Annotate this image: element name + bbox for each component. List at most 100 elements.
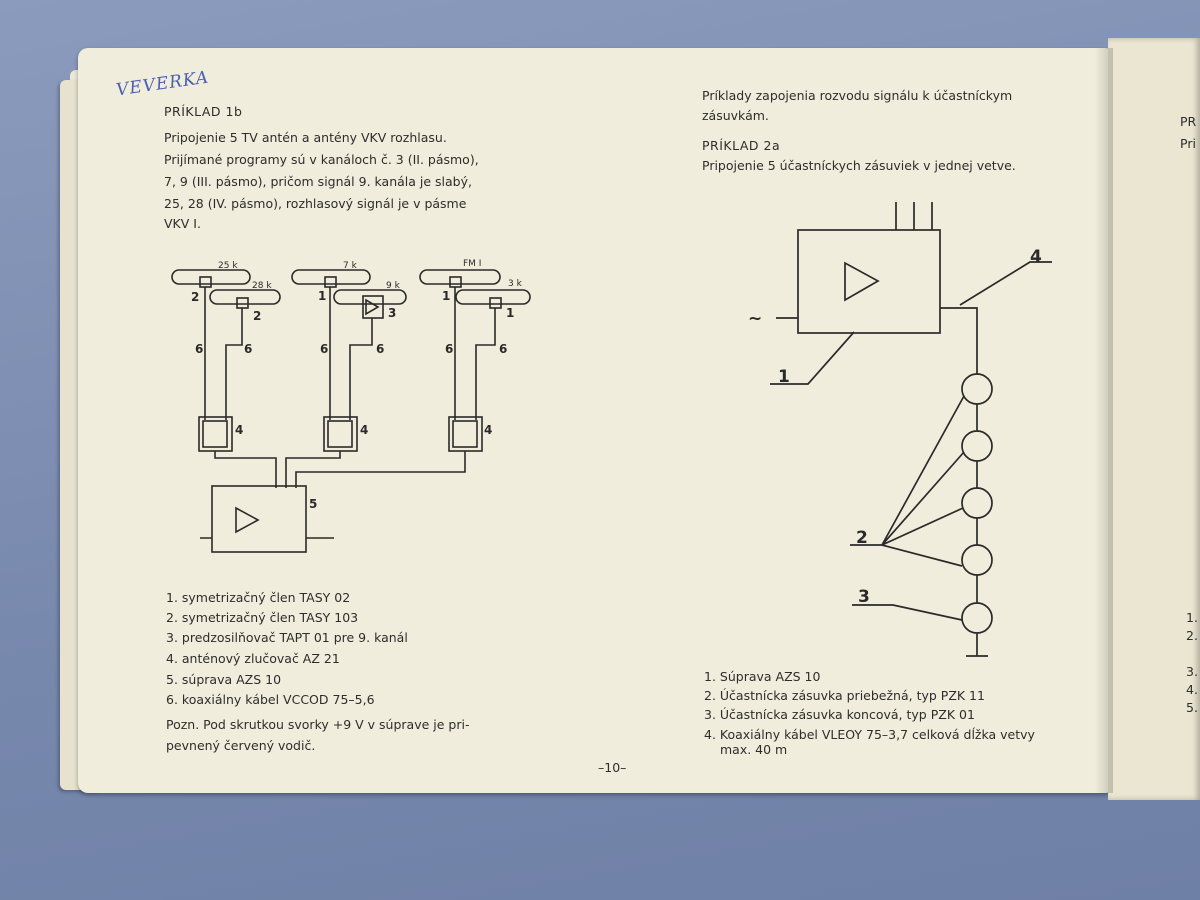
antenna-label: FM I	[463, 259, 481, 269]
example-2a-heading: PRÍKLAD 2a	[702, 138, 781, 153]
legend-item: 2. symetrizačný člen TASY 103	[166, 610, 359, 625]
combiner-inner	[452, 420, 478, 448]
legend-item: 5. súprava AZS 10	[166, 672, 282, 687]
book-gutter	[1095, 48, 1113, 793]
next-page-edge	[1108, 38, 1200, 800]
amplifier-block	[211, 485, 307, 553]
next-page-fragment: Pri	[1180, 136, 1196, 151]
antenna-label: 3 k	[508, 279, 523, 289]
callout-fan-2	[850, 395, 965, 567]
balun-block	[449, 276, 462, 288]
legend-item: 4. anténový zlučovač AZ 21	[166, 651, 340, 666]
component-number: 2	[253, 309, 261, 323]
antenna-label: 9 k	[386, 281, 401, 291]
distribution-amplifier-block	[797, 229, 941, 334]
coax-cable	[225, 308, 243, 420]
cable-label: 6	[320, 342, 328, 356]
combiner-label: 4	[235, 423, 243, 437]
coax-cable	[285, 451, 341, 488]
legend-item: 1. symetrizačný člen TASY 02	[166, 590, 351, 605]
page-number: –10–	[598, 760, 627, 775]
cable-label: 6	[195, 342, 203, 356]
right-intro-line: Príklady zapojenia rozvodu signálu k úča…	[702, 88, 1013, 103]
note-line: pevnený červený vodič.	[166, 738, 316, 753]
component-number: 1	[506, 306, 514, 320]
antenna-element	[419, 269, 501, 285]
component-number: 1	[442, 289, 450, 303]
next-page-fragment: 3.	[1186, 664, 1198, 679]
amplifier-symbol	[844, 261, 880, 302]
component-number: 1	[318, 289, 326, 303]
intro-line: Pripojenie 5 TV antén a antény VKV rozhl…	[164, 130, 447, 145]
coax-cable	[475, 308, 496, 420]
coax-cable	[295, 451, 466, 488]
cable-label: 6	[244, 342, 252, 356]
open-booklet-page	[78, 48, 1110, 793]
example-2a-subheading: Pripojenie 5 účastníckych zásuviek v jed…	[702, 158, 1016, 173]
balun-block	[324, 276, 337, 288]
callout-line-3	[852, 604, 963, 621]
intro-line: 25, 28 (IV. pásmo), rozhlasový signál je…	[164, 196, 467, 211]
next-page-fragment: 1.	[1186, 610, 1198, 625]
coax-trunk	[940, 307, 978, 374]
antenna-element	[209, 289, 281, 305]
antenna-label: 28 k	[252, 281, 272, 291]
legend-item: max. 40 m	[720, 742, 788, 757]
callout-line-4	[959, 261, 1052, 306]
antenna-element	[455, 289, 531, 305]
combiner-inner	[327, 420, 353, 448]
callout-number: 4	[1030, 247, 1042, 267]
legend-item: 3. Účastnícka zásuvka koncová, typ PZK 0…	[704, 707, 975, 722]
combiner-label: 4	[484, 423, 492, 437]
outlet-wiring-diagram	[770, 202, 1052, 657]
legend-item: 4. Koaxiálny kábel VLEOY 75–3,7 celková …	[704, 727, 1035, 742]
balun-block	[236, 297, 249, 309]
ground-termination	[966, 633, 988, 657]
callout-line-1	[770, 331, 855, 385]
combiner-label: 4	[360, 423, 368, 437]
antenna-element	[333, 289, 407, 305]
next-page-fragment: 5.	[1186, 700, 1198, 715]
legend-item: 3. predzosilňovač TAPT 01 pre 9. kanál	[166, 630, 408, 645]
intro-line: 7, 9 (III. pásmo), pričom signál 9. kaná…	[164, 174, 472, 189]
combiner-inner	[202, 420, 228, 448]
note-line: Pozn. Pod skrutkou svorky +9 V v súprave…	[166, 717, 470, 732]
intro-line: VKV I.	[164, 216, 201, 231]
callout-number: 3	[858, 587, 870, 607]
amplifier-label: 5	[309, 497, 317, 511]
legend-item: 6. koaxiálny kábel VCCOD 75–5,6	[166, 692, 375, 707]
callout-number: 2	[856, 528, 868, 548]
outlet-circle	[961, 373, 993, 405]
balun-block	[199, 276, 212, 288]
antenna-label: 7 k	[343, 261, 358, 271]
example-1b-heading: PRÍKLAD 1b	[164, 104, 243, 119]
outlet-circle	[961, 487, 993, 519]
outlet-circle	[961, 430, 993, 462]
next-page-fragment: 4.	[1186, 682, 1198, 697]
input-lines	[895, 202, 933, 230]
right-intro-line: zásuvkám.	[702, 108, 769, 123]
antenna-element	[291, 269, 371, 285]
intro-line: Prijímané programy sú v kanáloch č. 3 (I…	[164, 152, 479, 167]
amplifier-symbol	[235, 506, 260, 534]
coax-cable	[349, 318, 373, 420]
callout-number: 1	[778, 367, 790, 387]
cable-label: 6	[445, 342, 453, 356]
legend-item: 2. Účastnícka zásuvka priebežná, typ PZK…	[704, 688, 985, 703]
coax-cable	[214, 451, 277, 488]
outlet-circle	[961, 602, 993, 634]
preamp-symbol	[365, 298, 380, 316]
next-page-fragment: PR	[1180, 114, 1197, 129]
legend-item: 1. Súprava AZS 10	[704, 669, 821, 684]
next-page-fragment: 2.	[1186, 628, 1198, 643]
cable-label: 6	[376, 342, 384, 356]
component-number: 3	[388, 306, 396, 320]
mains-symbol: ~	[748, 309, 762, 329]
outlet-circle	[961, 544, 993, 576]
cable-label: 6	[499, 342, 507, 356]
component-number: 2	[191, 290, 199, 304]
preamplifier-block	[362, 295, 384, 319]
balun-block	[489, 297, 502, 309]
antenna-label: 25 k	[218, 261, 238, 271]
